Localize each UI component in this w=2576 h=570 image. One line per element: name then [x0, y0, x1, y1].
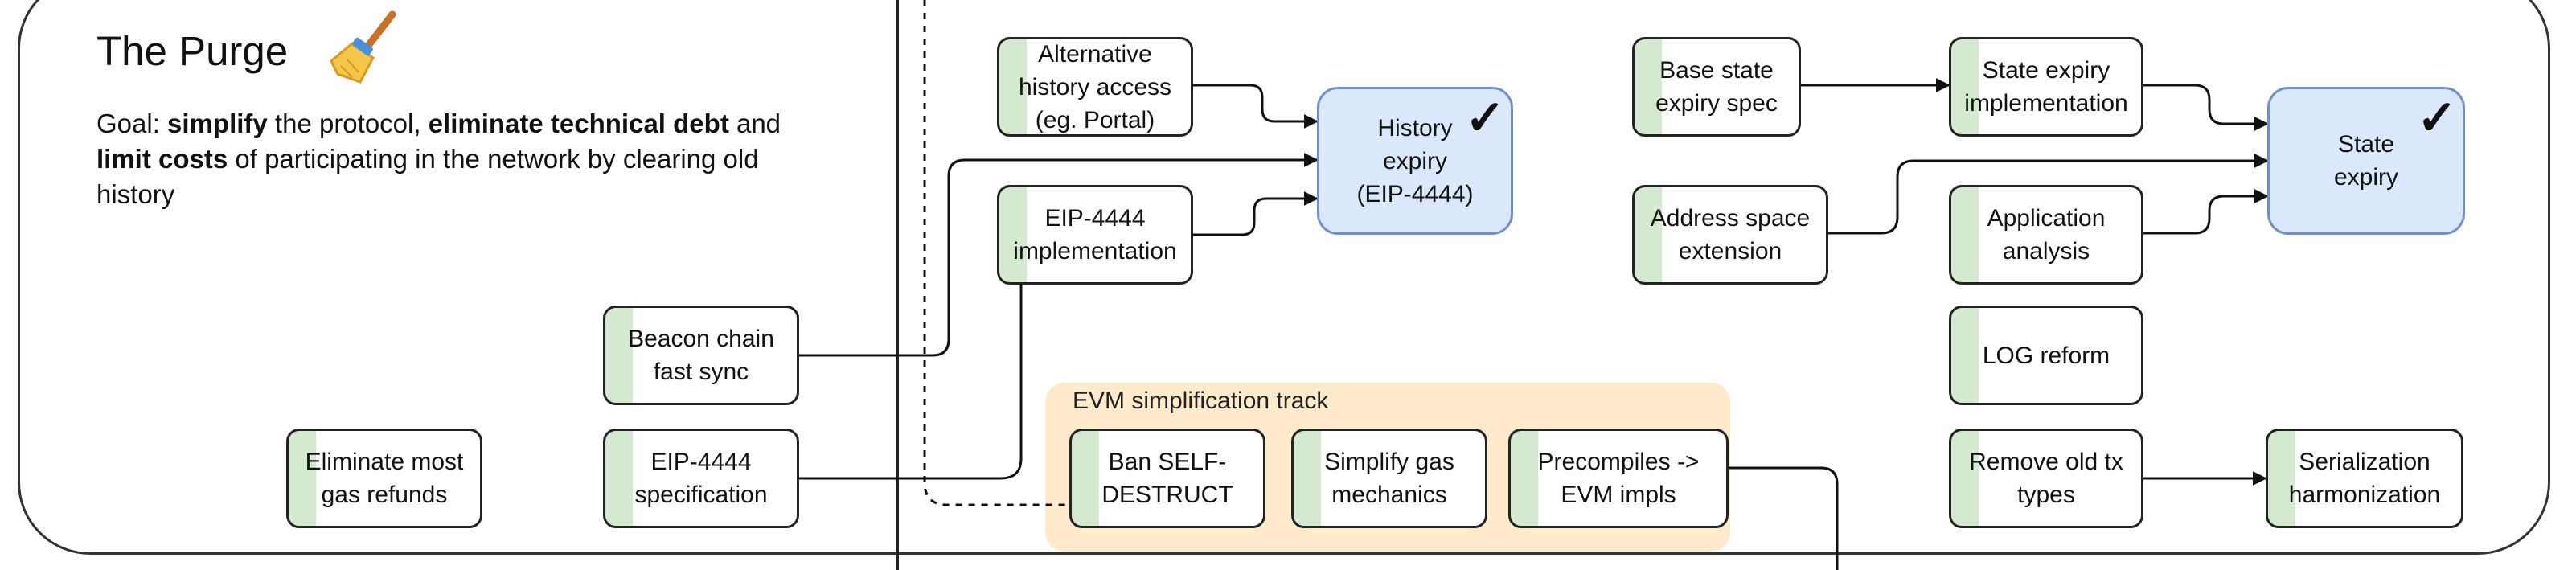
- node-state-expiry: State expiry: [2267, 87, 2465, 235]
- node-remove-old-tx-types: Remove old tx types: [1949, 429, 2143, 528]
- node-state-expiry-implementation: State expiry implementation: [1949, 37, 2143, 137]
- node-simplify-gas-mechanics: Simplify gas mechanics: [1291, 429, 1487, 528]
- node-precompiles-evm-impls: Precompiles -> EVM impls: [1508, 429, 1729, 528]
- node-eip4444-specification: EIP-4444 specification: [603, 429, 799, 528]
- goal-text-1: the protocol,: [267, 109, 429, 138]
- node-beacon-chain-fast-sync: Beacon chain fast sync: [603, 306, 799, 405]
- goal-statement: Goal: simplify the protocol, eliminate t…: [96, 106, 836, 212]
- broom-icon: [330, 10, 396, 84]
- section-title: The Purge: [96, 28, 289, 74]
- node-serialization-harmonization: Serialization harmonization: [2266, 429, 2463, 528]
- node-eliminate-gas-refunds: Eliminate most gas refunds: [286, 429, 482, 528]
- node-log-reform: LOG reform: [1949, 306, 2143, 405]
- goal-simplify: simplify: [167, 109, 268, 138]
- check-icon-history: ✓: [1465, 91, 1506, 145]
- node-history-expiry: History expiry (EIP-4444): [1317, 87, 1513, 235]
- node-alternative-history-access: Alternative history access (eg. Portal): [997, 37, 1193, 137]
- node-eip4444-implementation: EIP-4444 implementation: [997, 185, 1193, 285]
- node-base-state-expiry-spec: Base state expiry spec: [1632, 37, 1801, 137]
- node-ban-selfdestruct: Ban SELF- DESTRUCT: [1069, 429, 1265, 528]
- node-application-analysis: Application analysis: [1949, 185, 2143, 285]
- goal-prefix: Goal:: [96, 109, 168, 138]
- divider-line: [896, 0, 899, 570]
- goal-limit-costs: limit costs: [96, 144, 228, 174]
- goal-text-2: and: [728, 109, 781, 138]
- goal-eliminate-debt: eliminate technical debt: [428, 109, 729, 138]
- node-address-space-extension: Address space extension: [1632, 185, 1828, 285]
- check-icon-state: ✓: [2417, 91, 2458, 145]
- goal-text-3: of participating in the network by clear…: [96, 144, 759, 209]
- section-frame: [18, 0, 2550, 555]
- evm-track-title: EVM simplification track: [1073, 388, 1329, 414]
